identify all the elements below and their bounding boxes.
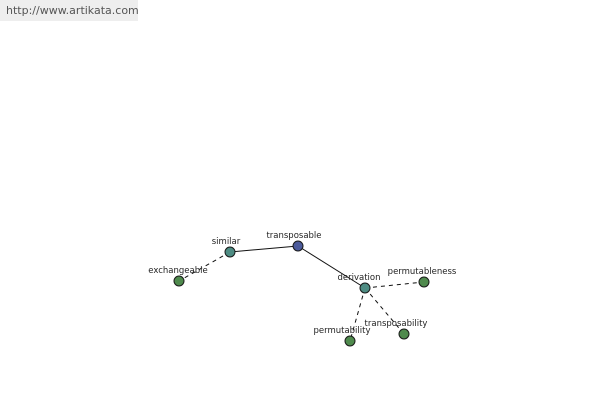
node-label-transposability[interactable]: transposability xyxy=(365,319,428,329)
node-dot-exchangeable[interactable] xyxy=(173,275,185,287)
node-permutableness[interactable]: permutableness xyxy=(388,267,457,288)
node-label-derivation[interactable]: derivation xyxy=(337,273,380,283)
node-exchangeable[interactable]: exchangeable xyxy=(148,266,208,287)
edge-derivation-permutableness xyxy=(364,281,425,289)
node-permutability[interactable]: permutability xyxy=(313,326,371,347)
node-label-similar[interactable]: similar xyxy=(212,237,241,247)
node-dot-derivation[interactable] xyxy=(359,282,371,294)
node-dot-transposable[interactable] xyxy=(292,240,304,252)
node-label-permutability[interactable]: permutability xyxy=(313,326,370,336)
node-dot-transposability[interactable] xyxy=(398,328,410,340)
edge-derivation-permutability xyxy=(349,287,366,342)
graph-edges xyxy=(178,245,425,342)
edge-transposable-derivation xyxy=(297,245,366,289)
edge-similar-exchangeable xyxy=(178,251,231,282)
node-label-transposable[interactable]: transposable xyxy=(266,231,321,241)
node-label-permutableness[interactable]: permutableness xyxy=(388,267,457,277)
node-dot-similar[interactable] xyxy=(224,246,236,258)
graph-nodes: transposable similar exchangeable derivatio… xyxy=(148,231,457,347)
node-label-exchangeable[interactable]: exchangeable xyxy=(148,266,207,276)
edge-transposable-similar xyxy=(229,245,299,253)
node-derivation[interactable]: derivation xyxy=(337,273,381,294)
edge-derivation-transposability xyxy=(364,287,405,335)
url-text[interactable]: http://www.artikata.com xyxy=(6,4,139,17)
node-dot-permutability[interactable] xyxy=(344,335,356,347)
url-bar: http://www.artikata.com xyxy=(0,0,139,21)
node-similar[interactable]: similar xyxy=(212,237,241,258)
node-dot-permutableness[interactable] xyxy=(418,276,430,288)
node-transposable[interactable]: transposable xyxy=(266,231,322,252)
node-transposability[interactable]: transposability xyxy=(365,319,428,340)
